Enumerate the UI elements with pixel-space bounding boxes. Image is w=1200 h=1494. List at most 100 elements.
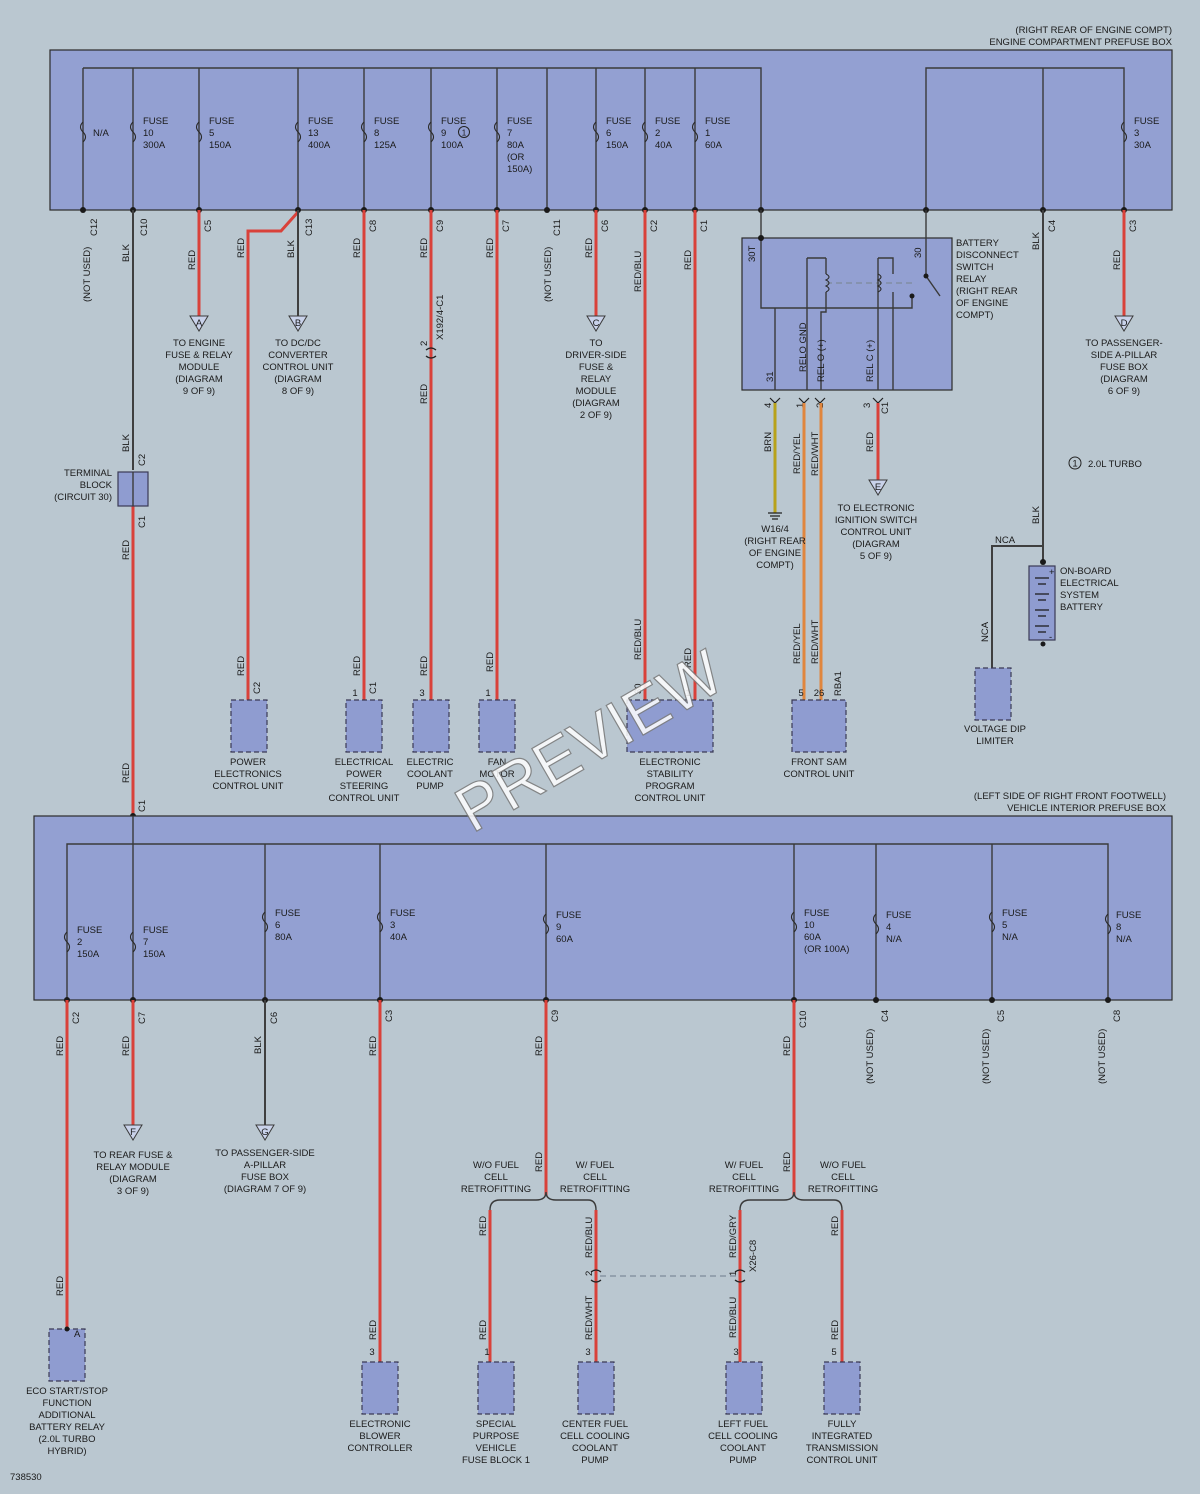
ref-letter: B [295,318,301,329]
component-text: PURPOSE [473,1431,519,1442]
ref-text: RELAY MODULE [96,1162,170,1173]
fuse-rating: 150A [77,949,100,960]
option-text: RETROFITTING [709,1184,779,1195]
wire-color-label: RED/GRY [728,1214,739,1258]
fuse-number: 8 [374,128,379,139]
pin-label: C9 [435,220,446,232]
battery-text: ELECTRICAL [1060,578,1119,589]
component-text: LEFT FUEL [718,1419,768,1430]
fuse-rating: 150A [606,140,629,151]
relay-coil-2 [876,273,882,293]
reference-arrows-lower: F TO REAR FUSE & RELAY MODULE (DIAGRAM 3… [93,1124,315,1197]
electronic-blower-controller: 3 ELECTRONIC BLOWER CONTROLLER [348,1347,413,1454]
engine-box-body [49,49,1173,211]
fuse-label: FUSE [1134,116,1159,127]
wire-color-label: BLK [121,433,132,452]
electronic-stability-program-control-unit: 30 1 ELECTRONIC STABILITY PROGRAM CONTRO… [626,683,714,804]
pin-label: C8 [1112,1010,1123,1022]
connector-label: X192/4-C1 [435,295,446,340]
voltage-dip-limiter [974,667,1012,721]
fuse-rating: 80A [275,932,293,943]
relay-connector-c1: 4 1 2 3 C1 [763,397,891,414]
fuse-label: FUSE [143,116,168,127]
component-text: PUMP [729,1455,756,1466]
battery-text: SYSTEM [1060,590,1099,601]
wire-color-label: RED [352,656,363,676]
fuse-number: 10 [143,128,154,139]
fuse-rating: 150A [143,949,166,960]
fuse-alt: 150A) [507,164,532,175]
relay-pin: 31 [765,371,776,382]
cavity-number: 1 [795,403,806,408]
pin-label: C10 [139,219,150,236]
ref-text: A-PILLAR [244,1160,286,1171]
component-text: FAN [488,757,507,768]
wire-color-label: RED [865,432,876,452]
fuse-rating: 80A [507,140,525,151]
fuse-number: 13 [308,128,319,139]
engine-box-feeds [82,68,1125,210]
pin-label: C1 [699,220,710,232]
wire-red-power-electronics [246,210,300,700]
connector-label: X26-C8 [748,1240,759,1272]
ref-text: (DIAGRAM [1100,374,1148,385]
component-text: FRONT SAM [791,757,847,768]
ref-text: 9 OF 9) [183,386,215,397]
fuse-number: 8 [1116,922,1121,933]
wire-color-label: NCA [980,621,991,642]
pin-label: C12 [89,219,100,236]
relay-30t-path [760,210,913,309]
ref-text: SIDE A-PILLAR [1091,350,1158,361]
component-text: ELECTRIC [407,757,454,768]
component-text: FULLY [828,1419,858,1430]
relay-pin: REL C (+) [865,340,876,382]
option-bracket-fuse10 [739,1191,843,1211]
ref-text: (DIAGRAM [109,1174,157,1185]
component-text: BLOCK [80,480,113,491]
power-electronics-control-unit: C2 POWER ELECTRONICS CONTROL UNIT [213,682,284,792]
inline-connector-x192 [425,347,437,359]
pin-label: 1 [485,688,490,699]
wire-color-label: RED [55,1276,66,1296]
wire-color-label: RED [368,1320,379,1340]
wire-color-label: RED [121,1036,132,1056]
component-text: BATTERY RELAY [29,1422,106,1433]
special-purpose-vehicle-fuse-block: 1 SPECIAL PURPOSE VEHICLE FUSE BLOCK 1 [462,1347,530,1466]
wire-color-label: BLK [121,243,132,262]
ref-arrow-a: A TO ENGINE FUSE & RELAY MODULE (DIAGRAM… [165,315,233,397]
wire-color-label: RED/WHT [810,431,821,476]
fuse-number: 9 [556,922,561,933]
wire-color-label: RED [419,238,430,258]
pin-label: C2 [137,454,148,466]
component-text: CELL COOLING [560,1431,630,1442]
pin-label: 3 [419,688,424,699]
ref-text: CONTROL UNIT [263,362,334,373]
fuse-label: FUSE [804,908,829,919]
connector-label: C1 [880,402,891,414]
ref-text: TO DC/DC [275,338,321,349]
interior-box-busbar [66,843,1109,1000]
fuse-label: FUSE [308,116,333,127]
engine-box-title: ENGINE COMPARTMENT PREFUSE BOX [989,37,1172,48]
pin-label: 26 [814,688,825,699]
wire-color-label: RED [419,384,430,404]
ref-text: TO REAR FUSE & [93,1150,173,1161]
wire-color-label: BRN [763,432,774,452]
pin-label: 3 [733,1347,738,1358]
pin-label: C7 [501,220,512,232]
component-text: CONTROL UNIT [213,781,284,792]
option-text: W/ FUEL [576,1160,615,1171]
fuse-number: 5 [1002,920,1007,931]
component-text: CONTROL UNIT [635,793,706,804]
interior-box-body [33,815,1173,1001]
component-text: VEHICLE [476,1443,517,1454]
battery-polarity: - [1049,632,1052,643]
ref-text: IGNITION SWITCH [835,515,917,526]
